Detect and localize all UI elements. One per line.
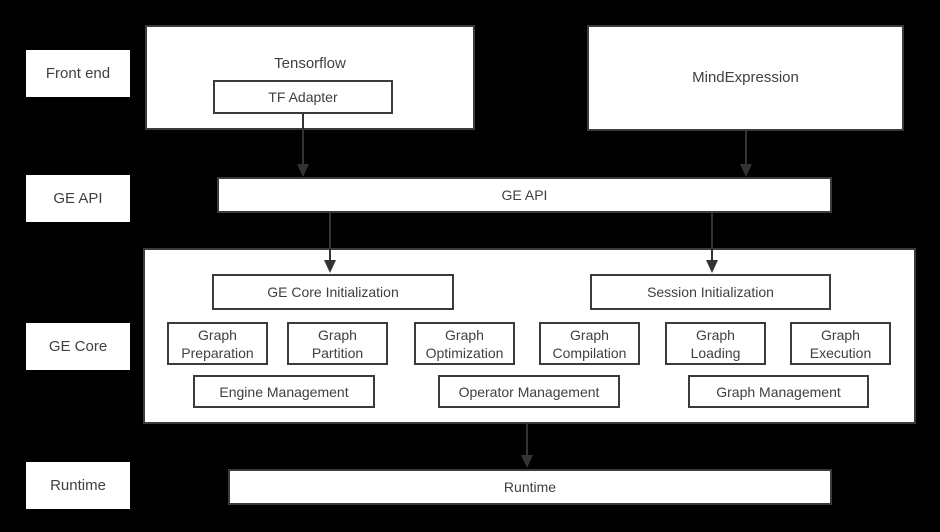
- graph-preparation-box: Graph Preparation: [167, 322, 268, 365]
- graph-loading-label: Graph Loading: [690, 326, 741, 361]
- ge-core-initialization-label: GE Core Initialization: [267, 284, 399, 300]
- tf-adapter-box: TF Adapter: [213, 80, 393, 114]
- graph-compilation-label: Graph Compilation: [552, 326, 627, 361]
- engine-management-box: Engine Management: [193, 375, 375, 408]
- session-initialization-box: Session Initialization: [590, 274, 831, 310]
- mindexpression-label: MindExpression: [692, 69, 799, 86]
- ge-api-bar: GE API: [217, 177, 832, 213]
- tensorflow-box: Tensorflow: [145, 25, 475, 130]
- tf-adapter-label: TF Adapter: [268, 89, 338, 105]
- layer-label-ge-core: GE Core: [26, 323, 130, 370]
- operator-management-box: Operator Management: [438, 375, 620, 408]
- runtime-bar: Runtime: [228, 469, 832, 505]
- layer-label-text: GE API: [53, 190, 103, 207]
- arrow-ge-api-to-ge-core-initialization: [324, 213, 336, 273]
- layer-label-runtime: Runtime: [26, 462, 130, 509]
- ge-api-label: GE API: [501, 187, 548, 203]
- ge-core-initialization-box: GE Core Initialization: [212, 274, 454, 310]
- operator-management-label: Operator Management: [458, 383, 600, 400]
- runtime-label: Runtime: [503, 479, 557, 495]
- layer-label-text: GE Core: [48, 338, 108, 355]
- arrow-ge-core-to-runtime: [521, 424, 533, 468]
- layer-label-text: Runtime: [50, 477, 106, 494]
- graph-preparation-label: Graph Preparation: [181, 326, 254, 361]
- session-initialization-label: Session Initialization: [647, 284, 774, 300]
- graph-optimization-box: Graph Optimization: [414, 322, 515, 365]
- arrow-tf-adapter-to-ge-api: [297, 114, 309, 177]
- graph-execution-box: Graph Execution: [790, 322, 891, 365]
- arrow-mindexpression-to-ge-api: [740, 131, 752, 177]
- layer-label-ge-api: GE API: [26, 175, 130, 222]
- graph-management-box: Graph Management: [688, 375, 869, 408]
- engine-management-label: Engine Management: [219, 383, 349, 400]
- graph-partition-box: Graph Partition: [287, 322, 388, 365]
- tensorflow-label: Tensorflow: [274, 55, 346, 72]
- graph-compilation-box: Graph Compilation: [539, 322, 640, 365]
- graph-loading-box: Graph Loading: [665, 322, 766, 365]
- arrow-ge-api-to-session-initialization: [706, 213, 718, 273]
- layer-label-front-end: Front end: [26, 50, 130, 97]
- graph-optimization-label: Graph Optimization: [425, 326, 504, 361]
- mindexpression-box: MindExpression: [587, 25, 904, 131]
- graph-management-label: Graph Management: [716, 383, 841, 400]
- layer-label-text: Front end: [45, 65, 111, 82]
- graph-partition-label: Graph Partition: [311, 326, 364, 361]
- graph-execution-label: Graph Execution: [809, 326, 872, 361]
